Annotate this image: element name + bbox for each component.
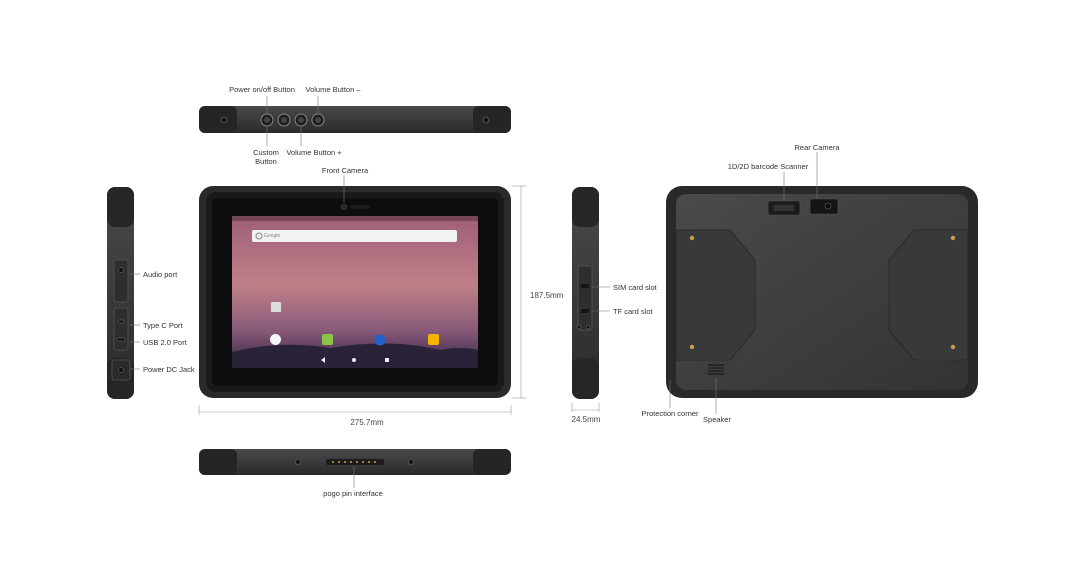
front-camera-label: Front Camera — [321, 166, 369, 175]
speaker-grille — [708, 364, 724, 375]
volume-plus-label: Volume Button + — [286, 148, 342, 157]
pogo-pins — [332, 461, 376, 463]
power-dc-jack-label: Power DC Jack — [143, 365, 195, 374]
right-side-view — [571, 187, 610, 412]
volume-minus-label: Volume Button – — [305, 85, 361, 94]
width-dimension: 275.7mm — [350, 418, 384, 427]
height-dimension: 187.5mm — [530, 291, 564, 300]
top-edge-view — [199, 96, 511, 146]
custom-button-label-line2: Button — [255, 157, 277, 166]
usb-port-label: USB 2.0 Port — [143, 338, 187, 347]
tf-slot-label: TF card slot — [613, 307, 653, 316]
side-buttons — [260, 113, 325, 127]
protection-corner-label: Protection corner — [641, 409, 699, 418]
front-view — [198, 175, 526, 415]
screen — [232, 216, 478, 368]
left-side-view — [107, 187, 140, 399]
custom-button-label-line1: Custom — [253, 148, 279, 157]
custom-button-label: Custom Button — [253, 148, 279, 166]
sim-slot-label: SIM card slot — [613, 283, 657, 292]
type-c-port-label: Type C Port — [143, 321, 183, 330]
power-button-label: Power on/off Button — [229, 85, 295, 94]
speaker-label: Speaker — [703, 415, 731, 424]
rear-camera-label: Rear Camera — [794, 143, 840, 152]
bottom-edge-view — [199, 449, 511, 488]
thickness-dimension: 24.5mm — [571, 415, 601, 424]
rear-view — [666, 152, 978, 414]
screen-search-bar: Google — [264, 233, 281, 239]
audio-port-label: Audio port — [143, 270, 178, 279]
barcode-scanner-label: 1D/2D barcode Scanner — [727, 162, 809, 171]
pogo-pin-label: pogo pin interface — [323, 489, 383, 498]
